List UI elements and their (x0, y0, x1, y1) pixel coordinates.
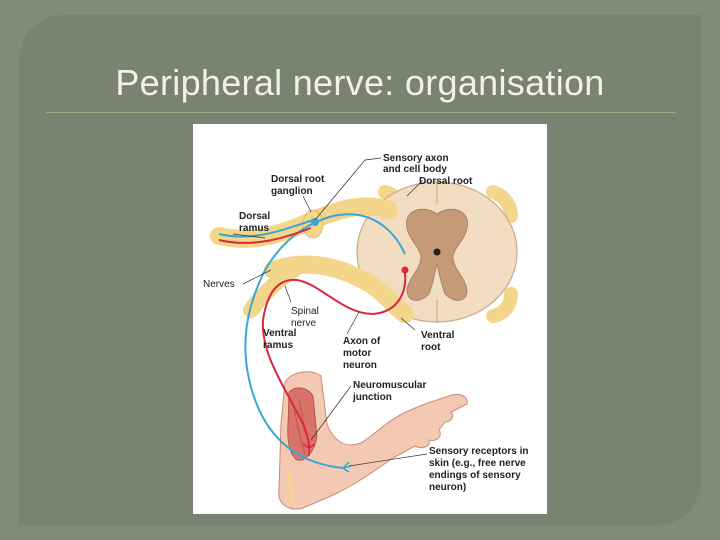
label-ventral-ramus-1: Ventral (263, 328, 297, 339)
leader-motor-axon (346, 311, 360, 335)
label-drg-1: Dorsal root (271, 174, 325, 185)
spinal-cord (356, 181, 518, 323)
leader-nerves (242, 269, 272, 285)
leader-drg (302, 195, 312, 213)
dorsal-ramus-motor-axon (218, 227, 312, 244)
label-motor-axon-3: neuron (343, 360, 377, 371)
leader-dorsal-ramus (232, 233, 266, 239)
slide-title: Peripheral nerve: organisation (115, 62, 605, 103)
forearm-bone (287, 471, 295, 505)
label-nmj-1: Neuromuscular (353, 380, 426, 391)
label-dorsal-ramus-1: Dorsal (239, 211, 270, 222)
label-spinal-nerve-1: Spinal (291, 306, 319, 317)
label-nmj-2: junction (352, 392, 392, 403)
dorsal-ramus-sensory-axon (218, 219, 314, 238)
label-motor-axon-1: Axon of (343, 336, 381, 347)
diagram-svg: Sensory axon and cell body Dorsal root D… (203, 153, 528, 510)
leader-spinal-nerve (284, 285, 292, 303)
label-ventral-ramus-2: ramus (263, 340, 293, 351)
label-nerves: Nerves (203, 279, 235, 290)
label-receptors-3: endings of sensory (429, 470, 521, 481)
title-underline (46, 112, 676, 113)
motor-neuron-cell-body (401, 266, 409, 274)
leader-dorsal-root (406, 179, 424, 197)
ventral-ramus-nerve (243, 256, 311, 318)
label-receptors-4: neuron) (429, 482, 466, 493)
central-canal (433, 248, 441, 256)
motor-axon (261, 271, 407, 449)
label-ventral-root-2: root (421, 342, 441, 353)
label-dorsal-ramus-2: ramus (239, 223, 269, 234)
label-dorsal-root: Dorsal root (419, 176, 473, 187)
diagram-labels: Sensory axon and cell body Dorsal root D… (203, 153, 528, 493)
label-receptors-2: skin (e.g., free nerve (429, 458, 526, 469)
label-receptors-1: Sensory receptors in (429, 446, 528, 457)
label-ventral-root-1: Ventral (421, 330, 455, 341)
peripheral-nerve-diagram: Sensory axon and cell body Dorsal root D… (193, 124, 547, 514)
leader-lines (232, 157, 428, 467)
neuromuscular-junction-terminal (302, 443, 316, 456)
label-motor-axon-2: motor (343, 348, 371, 359)
sensory-cell-body (311, 218, 319, 226)
sensory-axon (244, 213, 406, 469)
arm-skin (278, 371, 468, 510)
ventral-nerve-root-right (486, 287, 518, 323)
label-sensory-axon-2: and cell body (383, 164, 447, 175)
leader-sensory-axon (314, 157, 382, 221)
dorsal-nerve-root-right (486, 185, 518, 223)
leader-ventral-root (400, 317, 416, 331)
leader-receptors (348, 453, 428, 467)
leader-nmj (310, 385, 352, 441)
label-spinal-nerve-2: nerve (291, 318, 316, 329)
sensory-receptor-endings (342, 461, 352, 473)
label-sensory-axon-1: Sensory axon (383, 153, 449, 164)
label-drg-2: ganglion (271, 186, 313, 197)
